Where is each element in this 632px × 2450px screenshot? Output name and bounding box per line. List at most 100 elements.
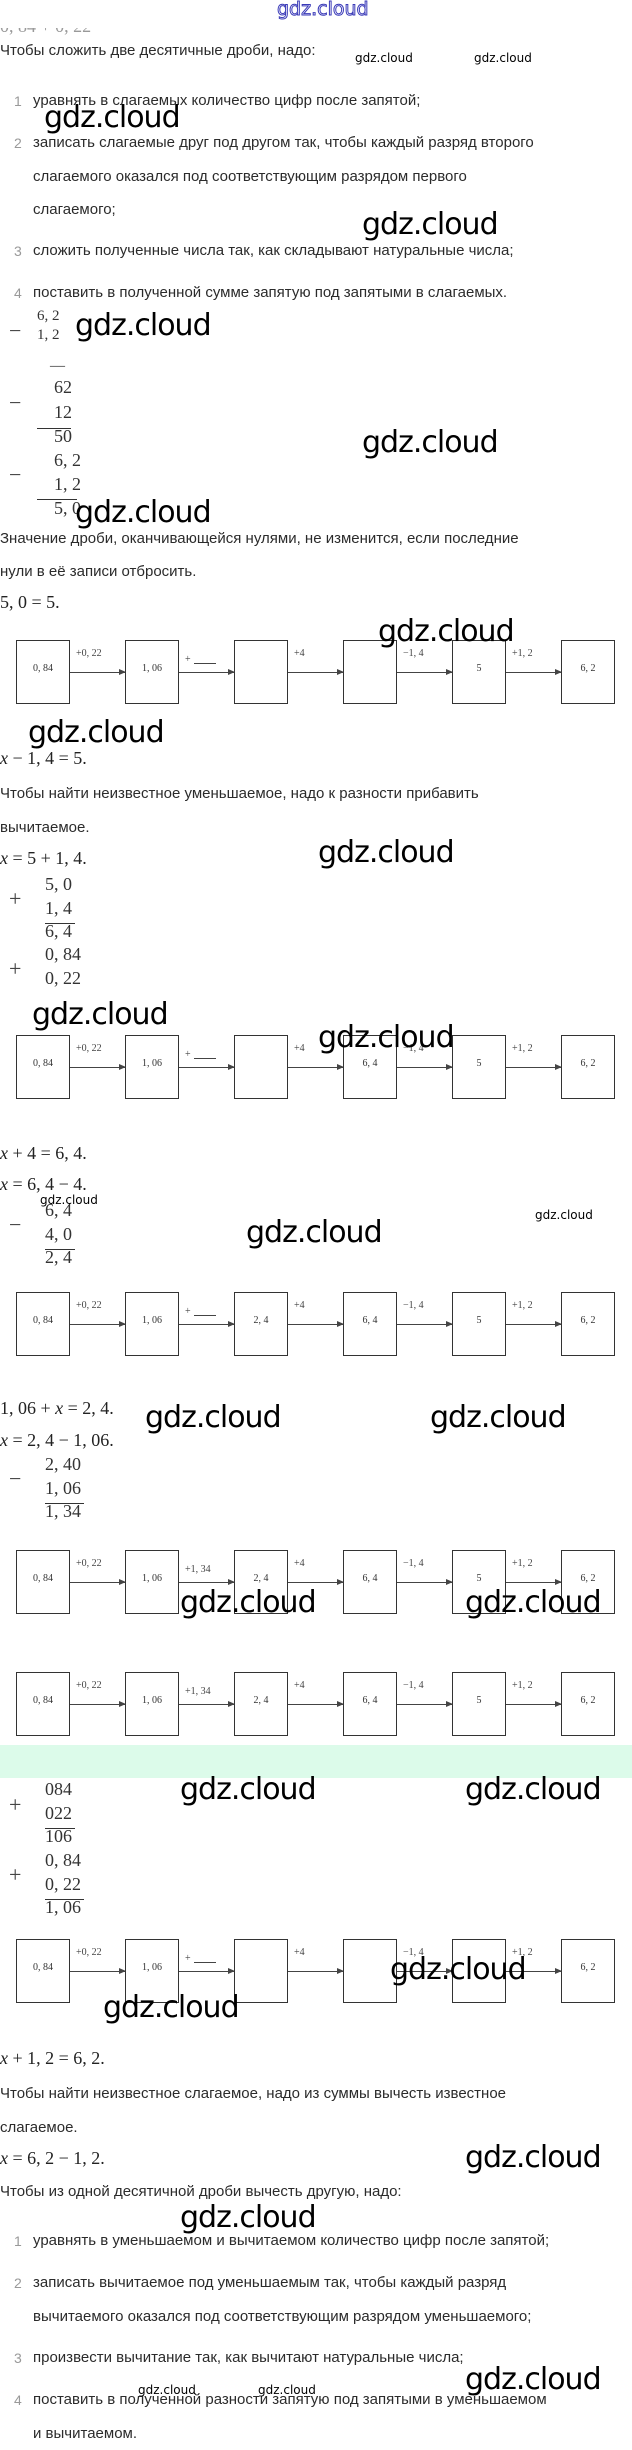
watermark-text: gdz.cloud (465, 2362, 602, 2397)
diagram-box: 1, 06 (125, 1939, 179, 2003)
diagram-box: 1, 06 (125, 1292, 179, 1356)
plus-sign: + (9, 1862, 22, 1887)
diagram-box-value: 6, 2 (580, 1315, 596, 1326)
arrow-label-text: +0, 22 (76, 1300, 102, 1311)
arrow-icon (397, 1320, 453, 1328)
partial-equation: 0, 84 + 0, 22 (0, 28, 91, 36)
minus-sign: − (9, 462, 22, 487)
zero-rule-line-2: нули в её записи отбросить. (0, 563, 197, 580)
minuend-rule-line-2: вычитаемое. (0, 819, 90, 836)
watermark-text: gdz.cloud (362, 425, 499, 460)
diagram-box-value: 6, 2 (580, 1695, 596, 1706)
arrow-icon (70, 1700, 126, 1708)
minuend: 6, 4 (45, 1200, 72, 1220)
diagram-box-value: 6, 4 (362, 1695, 378, 1706)
diagram-box: 5 (452, 1035, 506, 1099)
arrow-icon (288, 1578, 344, 1586)
arrow-icon (288, 1967, 344, 1975)
arrow-label-text: +4 (294, 1043, 305, 1054)
arrow-icon (70, 1578, 126, 1586)
diagram-box: 5 (452, 1672, 506, 1736)
arrow-icon (506, 1578, 562, 1586)
diagram-box-value: 6, 4 (362, 1058, 378, 1069)
minuend: 6, 2 (37, 308, 60, 324)
sum: 1, 06 (45, 1897, 81, 1917)
arrow-icon (179, 668, 235, 676)
arrow-label: +1, 2 (512, 1043, 533, 1054)
arrow-label: +1, 2 (512, 1680, 533, 1691)
result: 5, 0 (54, 498, 81, 518)
diagram-box-value: 2, 4 (253, 1573, 269, 1584)
blank-field (193, 1058, 216, 1059)
watermark-logo: gdz.cloud (277, 0, 370, 21)
arrow-icon (70, 1320, 126, 1328)
arrow-icon (288, 1700, 344, 1708)
watermark-text: gdz.cloud (180, 1772, 317, 1807)
difference: 1, 34 (45, 1501, 81, 1521)
arrow-label-text: −1, 4 (403, 1947, 424, 1958)
step-text: слагаемого оказался под соответствующим … (33, 168, 467, 185)
watermark-text: gdz.cloud (378, 614, 515, 649)
step-number: 1 (14, 93, 22, 109)
arrow-label: +4 (294, 1947, 305, 1958)
diagram-box: 0, 84 (16, 640, 70, 704)
watermark-text: gdz.cloud (465, 2140, 602, 2175)
equation-5-0: 5, 0 = 5. (0, 592, 60, 612)
arrow-label: −1, 4 (403, 1947, 424, 1958)
diagram-box-value: 0, 84 (33, 1962, 53, 1973)
sum-line (37, 499, 77, 500)
arrow-label-text: + (185, 654, 191, 665)
diagram-box-value: 0, 84 (33, 1058, 53, 1069)
minuend: 62 (54, 377, 72, 397)
arrow-label-text: +1, 2 (512, 1947, 533, 1958)
subtrahend: 4, 0 (45, 1224, 72, 1244)
step-text: уравнять в уменьшаемом и вычитаемом коли… (33, 2232, 550, 2249)
addend: 022 (45, 1803, 72, 1823)
arrow-icon (288, 1063, 344, 1071)
arrow-label-text: +1, 2 (512, 1680, 533, 1691)
minus-sign: − (9, 318, 22, 343)
watermark-text: gdz.cloud (362, 207, 499, 242)
arrow-label: +4 (294, 1680, 305, 1691)
blank-field (193, 663, 216, 664)
equation-x-minus-1-4: x − 1, 4 = 5. (0, 748, 87, 768)
arrow-label: −1, 4 (403, 1043, 424, 1054)
arrow-label: −1, 4 (403, 1300, 424, 1311)
arrow-label: +0, 22 (76, 1558, 102, 1569)
diagram-box: 6, 2 (561, 1292, 615, 1356)
diagram-box: 6, 4 (343, 1035, 397, 1099)
arrow-label-text: +0, 22 (76, 1043, 102, 1054)
addend-rule-line-2: слагаемое. (0, 2119, 78, 2136)
equation-x-5-plus: x = 5 + 1, 4. (0, 848, 87, 868)
arrow-icon (179, 1967, 235, 1975)
arrow-label: +0, 22 (76, 1300, 102, 1311)
arrow-label-text: +4 (294, 1947, 305, 1958)
diagram-box: 1, 06 (125, 1550, 179, 1614)
diagram-box-value: 1, 06 (142, 1573, 162, 1584)
arrow-icon (179, 1320, 235, 1328)
arrow-icon (70, 1967, 126, 1975)
subtrahend: 12 (54, 402, 72, 422)
sum-line (37, 428, 71, 429)
arrow-label-text: −1, 4 (403, 1300, 424, 1311)
arrow-label: + (185, 1049, 216, 1060)
arrow-label-text: +4 (294, 1680, 305, 1691)
equation-x-plus-4: x + 4 = 6, 4. (0, 1143, 87, 1163)
arrow-icon (288, 668, 344, 676)
diagram-box-value: 6, 4 (362, 1573, 378, 1584)
sum-line (45, 1503, 84, 1504)
arrow-icon (397, 1967, 453, 1975)
step-text: записать вычитаемое под уменьшаемым так,… (33, 2274, 507, 2291)
equation-x-2-4-minus: x = 2, 4 − 1, 06. (0, 1430, 114, 1450)
step-number: 3 (14, 2350, 22, 2366)
arrow-icon (397, 668, 453, 676)
minus-sign: − (9, 390, 22, 415)
diagram-box-value: 5 (476, 1695, 482, 1706)
arrow-label: +1, 34 (185, 1686, 211, 1697)
addend: 084 (45, 1779, 72, 1799)
zero-rule-line-1: Значение дроби, оканчивающейся нулями, н… (0, 530, 519, 547)
